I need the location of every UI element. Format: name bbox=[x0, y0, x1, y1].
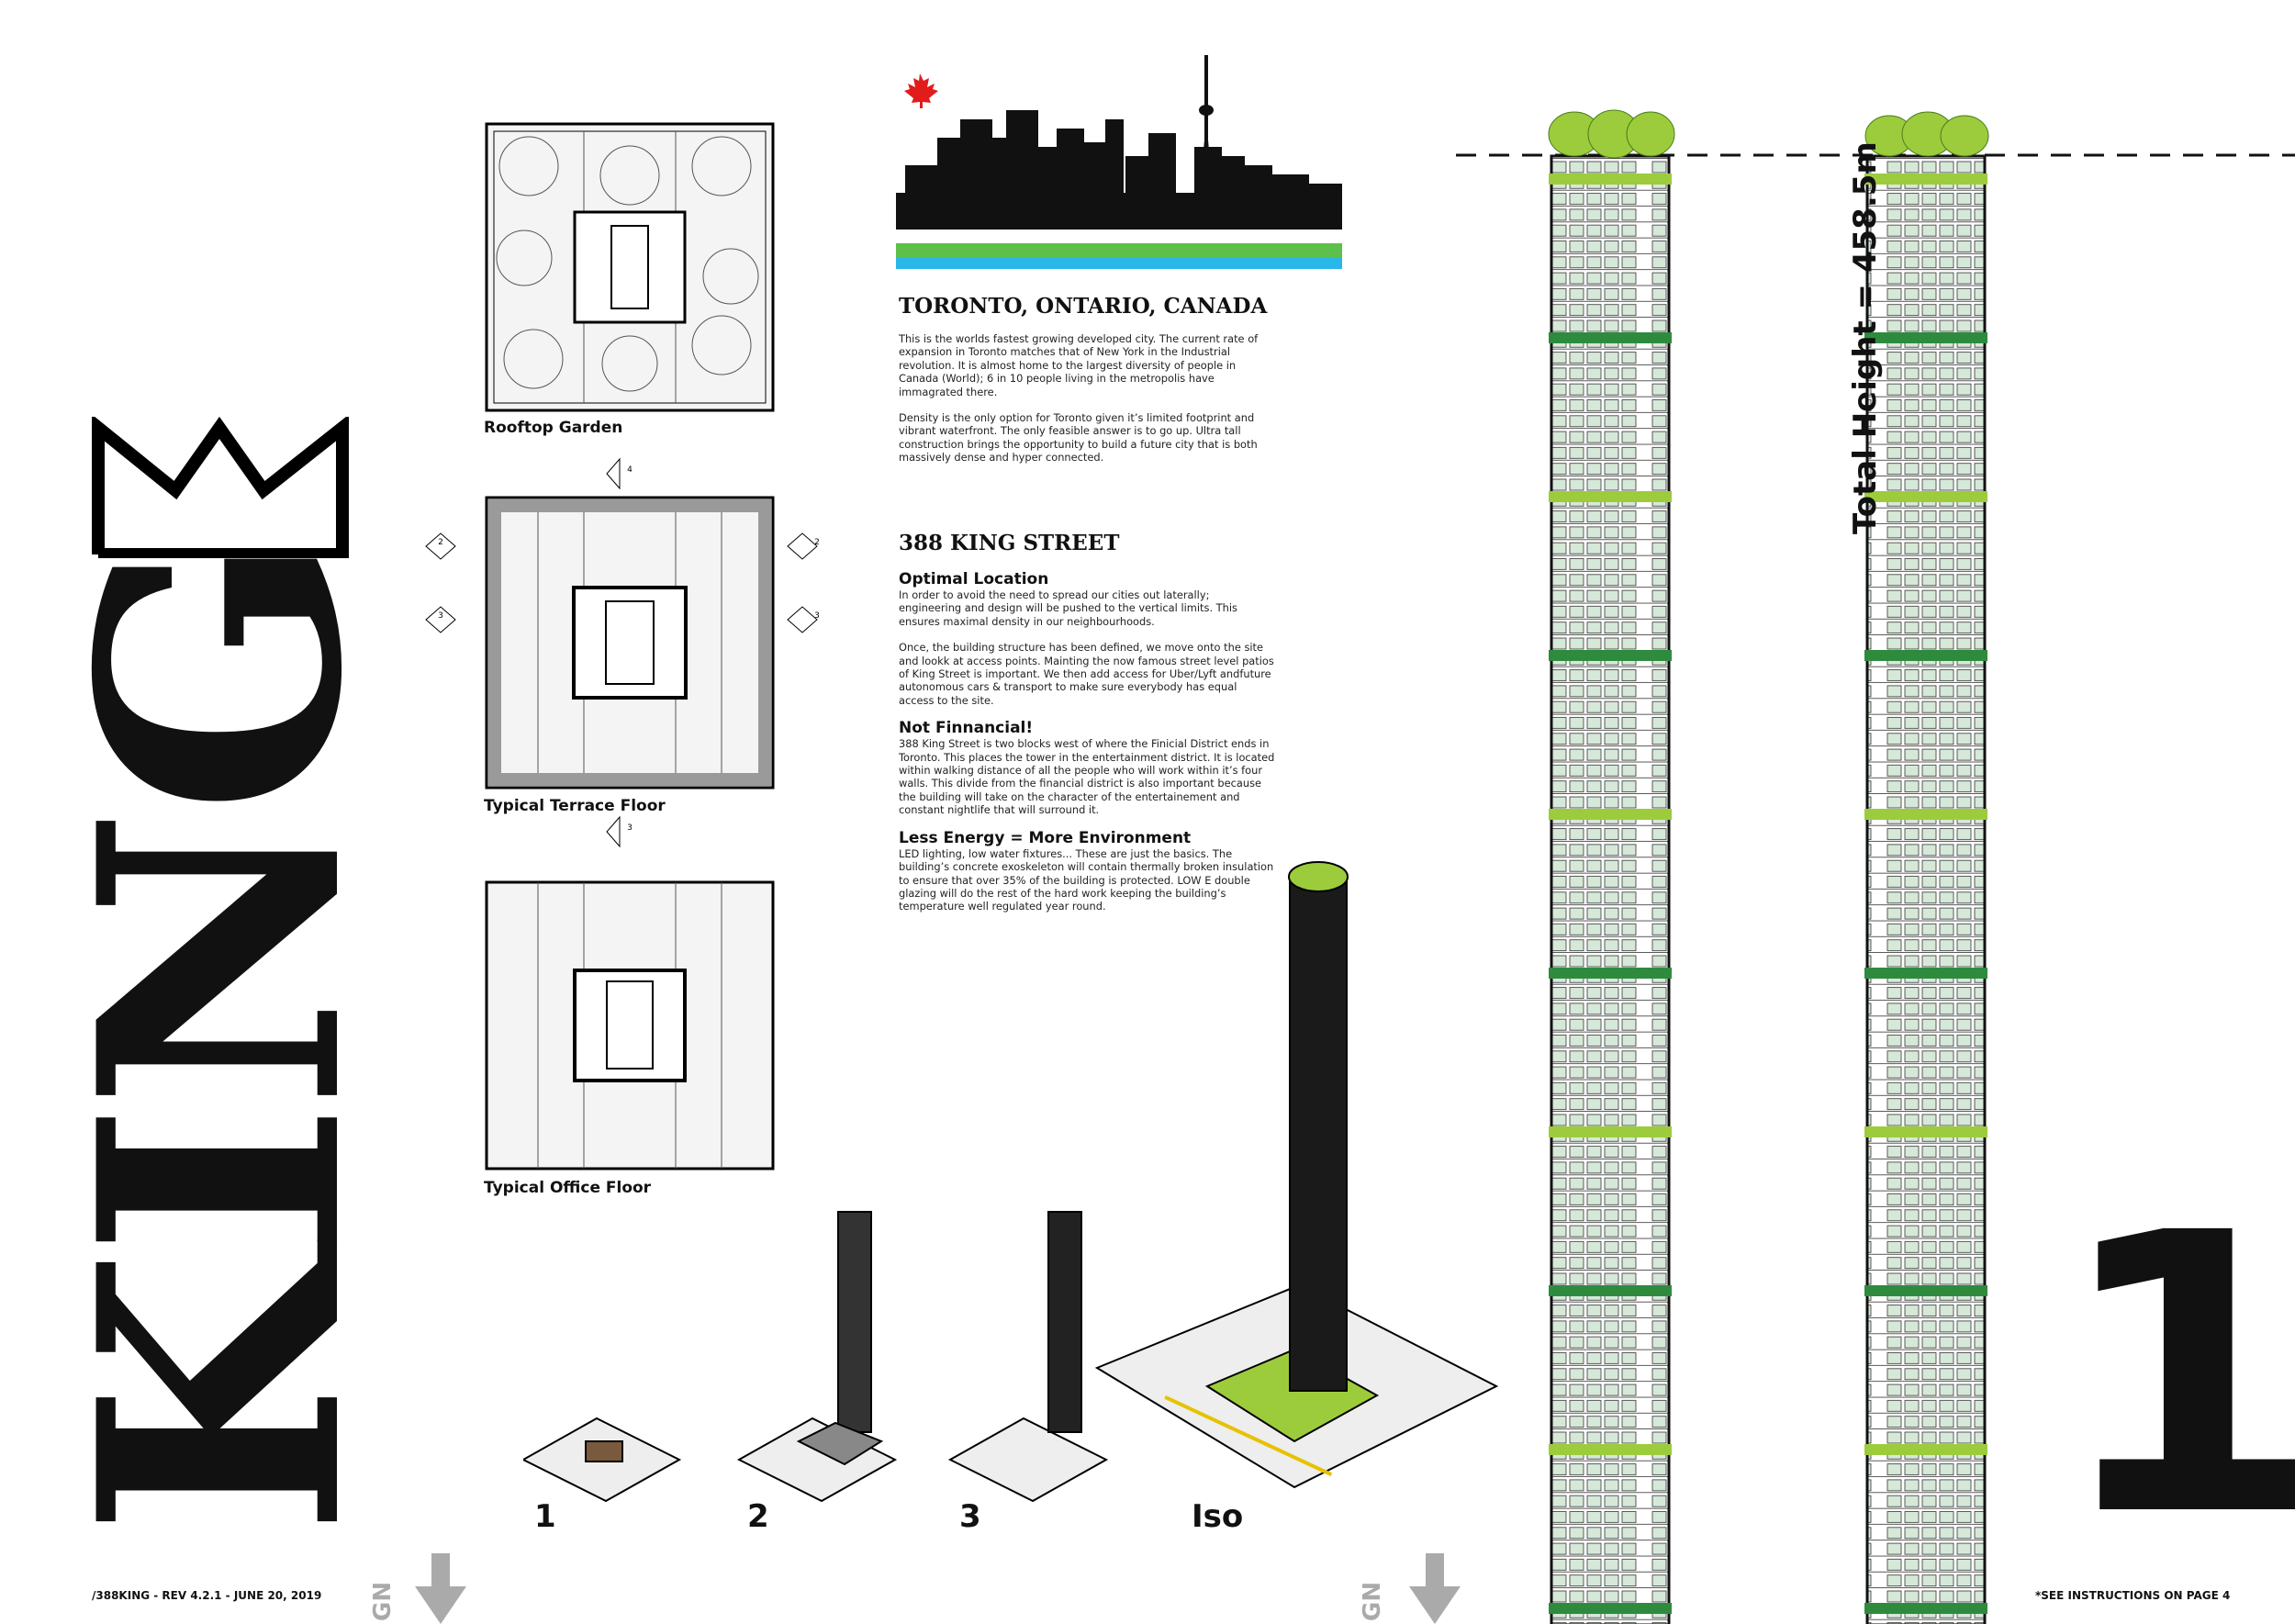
north-arrow-icon bbox=[415, 1553, 466, 1624]
section-marker: 3 bbox=[814, 611, 820, 621]
terrace-planting bbox=[1864, 968, 1987, 979]
section-paragraph: LED lighting, low water fixtures... Thes… bbox=[899, 846, 1274, 913]
plan-label-terrace: Typical Terrace Floor bbox=[484, 797, 666, 815]
page-number: 1 bbox=[2054, 1152, 2295, 1601]
section-marker: 2 bbox=[438, 538, 443, 547]
city-description: This is the worlds fastest growing devel… bbox=[899, 332, 1275, 465]
stage-label-iso: Iso bbox=[1192, 1498, 1244, 1535]
terrace-planting bbox=[1549, 491, 1672, 502]
terrace-planting bbox=[1549, 809, 1672, 820]
north-label: GN bbox=[369, 1581, 397, 1621]
section-title: Less Energy = More Environment bbox=[899, 828, 1192, 847]
terrace-planting bbox=[1549, 650, 1672, 661]
plan-label-office: Typical Office Floor bbox=[484, 1179, 652, 1197]
stage-label-2: 2 bbox=[747, 1498, 769, 1535]
section-title: Optimal Location bbox=[899, 570, 1049, 588]
section-marker: 4 bbox=[627, 465, 633, 475]
section-marker: 2 bbox=[814, 538, 820, 547]
city-paragraph-2: Density is the only option for Toronto g… bbox=[899, 411, 1258, 465]
terrace-planting bbox=[1864, 650, 1987, 661]
isometric-stages-illustration bbox=[523, 861, 1499, 1503]
city-heading: TORONTO, ONTARIO, CANADA bbox=[899, 294, 1268, 319]
project-description: Optimal Location In order to avoid the n… bbox=[899, 571, 1275, 913]
terrace-planting bbox=[1864, 1603, 1987, 1614]
terrace-planting bbox=[1864, 809, 1987, 820]
section-paragraph: In order to avoid the need to spread our… bbox=[899, 588, 1237, 628]
terrace-planting bbox=[1549, 1126, 1672, 1137]
city-paragraph-1: This is the worlds fastest growing devel… bbox=[899, 332, 1259, 398]
section-paragraph: 388 King Street is two blocks west of wh… bbox=[899, 737, 1275, 817]
terrace-planting bbox=[1549, 968, 1672, 979]
project-heading: 388 KING STREET bbox=[899, 531, 1120, 555]
section-title: Not Finnancial! bbox=[899, 719, 1034, 738]
section-marker: 3 bbox=[627, 823, 633, 833]
instructions-note: *SEE INSTRUCTIONS ON PAGE 4 bbox=[2035, 1589, 2231, 1602]
section-paragraph: Once, the building structure has been de… bbox=[899, 641, 1274, 707]
terrace-planting bbox=[1549, 1603, 1672, 1614]
total-height-label: Total Height = 458.5m bbox=[1847, 141, 1884, 534]
crown-icon bbox=[92, 417, 349, 558]
terrace-planting bbox=[1864, 1444, 1987, 1455]
terrace-floor-plan: 2 3 2 3 4 3 bbox=[425, 457, 820, 848]
terrace-planting bbox=[1549, 174, 1672, 185]
terrace-planting bbox=[1864, 332, 1987, 343]
terrace-planting bbox=[1549, 1285, 1672, 1296]
terrace-planting bbox=[1549, 1444, 1672, 1455]
terrace-planting bbox=[1864, 1285, 1987, 1296]
section-marker: 3 bbox=[438, 611, 443, 621]
stage-label-1: 1 bbox=[534, 1498, 556, 1535]
stage-label-3: 3 bbox=[959, 1498, 981, 1535]
toronto-skyline-illustration bbox=[896, 55, 1342, 269]
rooftop-garden-plan bbox=[485, 122, 775, 412]
plan-label-rooftop: Rooftop Garden bbox=[484, 419, 623, 437]
north-arrow-icon bbox=[1409, 1553, 1461, 1624]
terrace-planting bbox=[1864, 491, 1987, 502]
elevation-tower-left bbox=[1548, 109, 1675, 1624]
office-floor-plan bbox=[485, 880, 775, 1170]
north-label: GN bbox=[1359, 1581, 1386, 1621]
terrace-planting bbox=[1864, 174, 1987, 185]
elevation-tower-right bbox=[1864, 111, 1989, 1624]
terrace-planting bbox=[1864, 1126, 1987, 1137]
terrace-planting bbox=[1549, 332, 1672, 343]
revision-label: /388KING - REV 4.2.1 - JUNE 20, 2019 bbox=[92, 1589, 322, 1602]
maple-leaf-icon bbox=[904, 73, 938, 108]
